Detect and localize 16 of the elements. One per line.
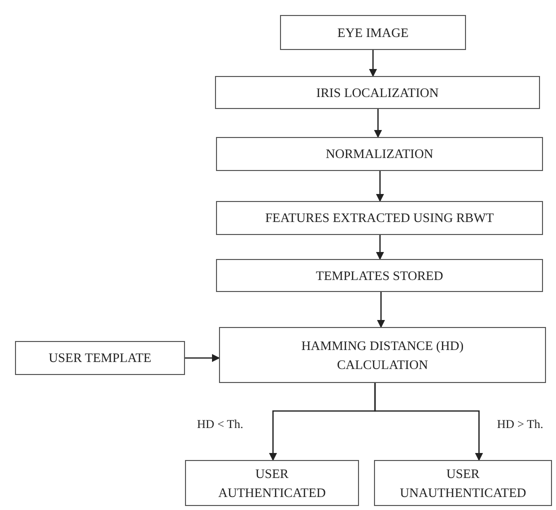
arrow [376, 171, 384, 202]
process-box: EYE IMAGE [280, 15, 466, 50]
arrow [376, 235, 384, 260]
arrow [369, 50, 377, 77]
arrow [185, 354, 220, 362]
process-box: USER TEMPLATE [15, 341, 185, 375]
process-box: IRIS LOCALIZATION [215, 76, 540, 109]
process-box: USER AUTHENTICATED [185, 460, 359, 506]
arrow [374, 109, 382, 138]
process-box: NORMALIZATION [216, 137, 543, 171]
arrow [374, 383, 483, 461]
arrow [377, 292, 385, 328]
process-box: USER UNAUTHENTICATED [374, 460, 552, 506]
process-box: HAMMING DISTANCE (HD) CALCULATION [219, 327, 546, 383]
process-box: TEMPLATES STORED [216, 259, 543, 292]
process-box: FEATURES EXTRACTED USING RBWT [216, 201, 543, 235]
